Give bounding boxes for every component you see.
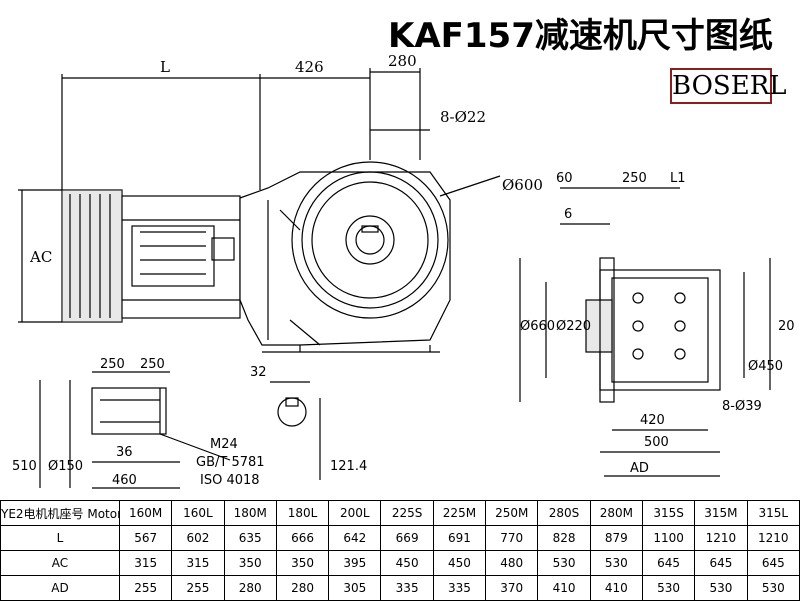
dim-510: 510 xyxy=(12,459,37,474)
dim-20: 20 xyxy=(778,319,795,334)
table-header-cell: 315S xyxy=(641,500,696,526)
dim-bolts2: 8-Ø39 xyxy=(722,399,762,414)
table-cell: 450 xyxy=(432,550,487,576)
table-cell: 602 xyxy=(171,525,225,551)
gearbox-body xyxy=(239,161,451,353)
thread-gbt: GB/T 5781 xyxy=(196,455,265,470)
table-cell: 315 xyxy=(171,550,225,576)
table-cell: 305 xyxy=(328,575,382,601)
dim-220: Ø220 xyxy=(556,319,591,334)
dim-460: 460 xyxy=(112,473,137,488)
dim-250c: 250 xyxy=(140,357,165,372)
table-cell: 567 xyxy=(118,525,173,551)
table-cell: 1210 xyxy=(694,525,748,551)
table-header-cell: 225M xyxy=(432,500,487,526)
table-cell: 828 xyxy=(537,525,591,551)
table-cell: 530 xyxy=(589,550,643,576)
thread-iso: ISO 4018 xyxy=(200,473,260,488)
dim-AC: AC xyxy=(29,248,52,266)
dim-L: L xyxy=(160,58,170,76)
table-header-cell: 315L xyxy=(746,500,800,526)
table-row: AD 255 255 280 280 305 335 335 370 410 4… xyxy=(0,575,800,601)
table-cell: 530 xyxy=(746,575,800,601)
table-header-row: YE2电机机座号 Motor Size 160M 160L 180M 180L … xyxy=(0,500,800,526)
table-row-label: AD xyxy=(0,575,120,601)
table-cell: 280 xyxy=(223,575,277,601)
table-cell: 530 xyxy=(537,550,591,576)
dim-AD: AD xyxy=(630,461,649,476)
brand-logo: BOSERL xyxy=(670,68,787,104)
table-cell: 530 xyxy=(641,575,696,601)
table-cell: 530 xyxy=(694,575,748,601)
table-header-cell: 160M xyxy=(118,500,173,526)
table-cell: 691 xyxy=(432,525,487,551)
table-cell: 480 xyxy=(485,550,539,576)
table-header-cell: 200L xyxy=(328,500,382,526)
table-cell: 280 xyxy=(275,575,330,601)
table-header-cell: 315M xyxy=(694,500,748,526)
table-header-cell: 280S xyxy=(537,500,591,526)
table-cell: 350 xyxy=(275,550,330,576)
table-cell: 410 xyxy=(537,575,591,601)
table-cell: 645 xyxy=(641,550,696,576)
dim-450: Ø450 xyxy=(748,359,783,374)
dim-60: 60 xyxy=(556,171,573,186)
table-cell: 350 xyxy=(223,550,277,576)
table-header-cell: 280M xyxy=(589,500,643,526)
table-cell: 1210 xyxy=(746,525,800,551)
table-header-cell: 250M xyxy=(485,500,539,526)
table-cell: 645 xyxy=(694,550,748,576)
dim-500: 500 xyxy=(644,435,669,450)
dim-6: 6 xyxy=(564,207,572,222)
dim-250a: 250 xyxy=(622,171,647,186)
table-cell: 645 xyxy=(746,550,800,576)
table-row-label: AC xyxy=(0,550,120,576)
dim-280: 280 xyxy=(388,52,417,70)
table-row: AC 315 315 350 350 395 450 450 480 530 5… xyxy=(0,550,800,576)
table-cell: 642 xyxy=(328,525,382,551)
page-title: KAF157减速机尺寸图纸 xyxy=(388,16,773,56)
table-header-cell: 160L xyxy=(171,500,225,526)
dim-36: 36 xyxy=(116,445,133,460)
dim-660: Ø660 xyxy=(520,319,555,334)
shaft-detail xyxy=(39,371,321,489)
table-cell: 255 xyxy=(118,575,173,601)
table-row: L 567 602 635 666 642 669 691 770 828 87… xyxy=(0,525,800,551)
table-cell: 635 xyxy=(223,525,277,551)
table-cell: 669 xyxy=(380,525,434,551)
dim-150: Ø150 xyxy=(48,459,83,474)
table-header-cell: YE2电机机座号 Motor Size xyxy=(0,500,120,526)
table-cell: 315 xyxy=(118,550,173,576)
table-cell: 335 xyxy=(432,575,487,601)
table-cell: 335 xyxy=(380,575,434,601)
table-cell: 255 xyxy=(171,575,225,601)
dim-1211: 121.4 xyxy=(330,459,367,474)
dim-426: 426 xyxy=(295,58,324,76)
side-view xyxy=(519,187,771,477)
table-cell: 666 xyxy=(275,525,330,551)
table-cell: 770 xyxy=(485,525,539,551)
motor-body xyxy=(61,189,241,323)
table-header-cell: 180L xyxy=(275,500,330,526)
motor-size-table: YE2电机机座号 Motor Size 160M 160L 180M 180L … xyxy=(0,500,800,601)
dim-32: 32 xyxy=(250,365,267,380)
table-cell: 879 xyxy=(589,525,643,551)
table-cell: 370 xyxy=(485,575,539,601)
dim-420: 420 xyxy=(640,413,665,428)
dim-bolts: 8-Ø22 xyxy=(440,108,486,126)
thread-m24: M24 xyxy=(210,437,238,452)
dim-250b: 250 xyxy=(100,357,125,372)
table-cell: 395 xyxy=(328,550,382,576)
table-cell: 1100 xyxy=(641,525,696,551)
dim-L1: L1 xyxy=(670,171,686,186)
dim-flange-dia: Ø600 xyxy=(502,176,543,194)
table-header-cell: 225S xyxy=(380,500,434,526)
table-cell: 410 xyxy=(589,575,643,601)
table-cell: 450 xyxy=(380,550,434,576)
technical-drawing: L 426 280 8-Ø22 Ø600 AC 60 250 L1 6 Ø660… xyxy=(12,52,795,489)
table-header-cell: 180M xyxy=(223,500,277,526)
table-row-label: L xyxy=(0,525,120,551)
